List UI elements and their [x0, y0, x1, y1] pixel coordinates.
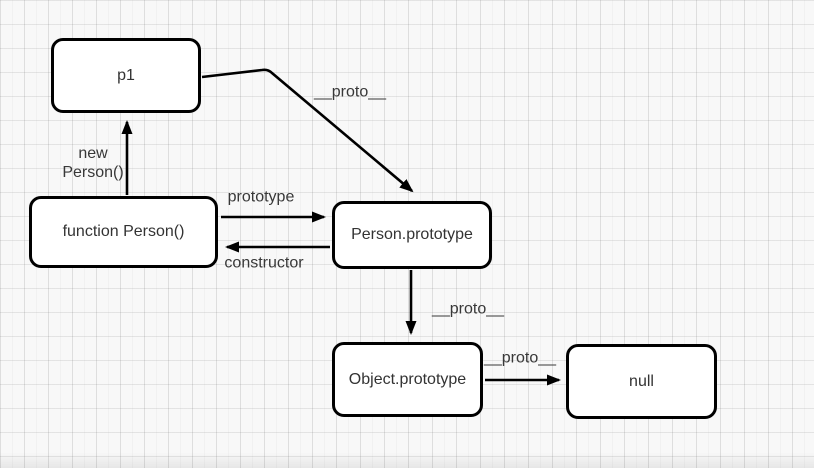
node-null-label: null — [629, 372, 654, 390]
arrow-proto-p1[interactable] — [201, 68, 414, 193]
node-object-prototype-label: Object.prototype — [348, 370, 467, 388]
node-function-person[interactable]: function Person() — [29, 196, 218, 268]
node-person-prototype[interactable]: Person.prototype — [332, 201, 492, 269]
node-function-person-label: function Person() — [62, 223, 185, 240]
node-p1-label: p1 — [117, 66, 135, 84]
node-person-prototype-label: Person.prototype — [351, 226, 473, 243]
node-p1[interactable]: p1 — [51, 38, 201, 113]
node-null[interactable]: null — [566, 344, 717, 419]
node-object-prototype[interactable]: Object.prototype — [332, 342, 483, 417]
